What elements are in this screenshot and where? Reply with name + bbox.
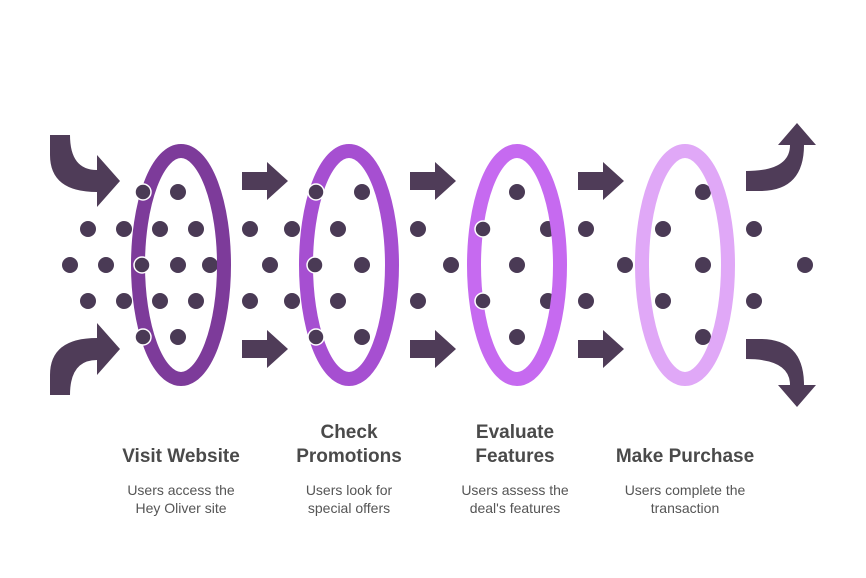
dot [474, 292, 492, 310]
dot [354, 329, 370, 345]
stage-title-visit-website: Visit Website [91, 445, 271, 469]
stage-ring-evaluate-features [467, 144, 567, 386]
dot [617, 257, 633, 273]
dot [578, 293, 594, 309]
dot [797, 257, 813, 273]
dot [655, 293, 671, 309]
dot [330, 293, 346, 309]
dot [242, 293, 258, 309]
dot [284, 221, 300, 237]
stage-description-check-promotions: Users look for special offers [259, 481, 439, 517]
chevron-arrow-icon [410, 162, 456, 200]
dot [116, 293, 132, 309]
dot [170, 329, 186, 345]
dot [695, 184, 711, 200]
dot [152, 221, 168, 237]
dot [695, 257, 711, 273]
dot [62, 257, 78, 273]
dot [655, 221, 671, 237]
arrows-layer [50, 123, 816, 407]
dot [746, 293, 762, 309]
dot [188, 221, 204, 237]
dot [134, 328, 152, 346]
dot [170, 257, 186, 273]
dot [443, 257, 459, 273]
curved-arrow-icon [50, 323, 120, 395]
dot [80, 293, 96, 309]
dot [509, 184, 525, 200]
dot [170, 184, 186, 200]
dot [410, 293, 426, 309]
dot [262, 257, 278, 273]
stage-description-line: transaction [650, 500, 720, 516]
dot [307, 183, 325, 201]
dot [116, 221, 132, 237]
chevrons-layer [242, 162, 624, 368]
stage-title-line: Visit Website [122, 446, 240, 467]
stage-ring-check-promotions [299, 144, 399, 386]
dot [134, 183, 152, 201]
chevron-arrow-icon [578, 330, 624, 368]
chevron-arrow-icon [242, 330, 288, 368]
stage-description-line: Users access the [127, 482, 235, 498]
stage-description-line: Users look for [305, 482, 393, 498]
stage-title-line: Check [320, 422, 378, 443]
stage-description-line: Users complete the [624, 482, 746, 498]
stage-description-line: special offers [307, 500, 391, 516]
dot [307, 328, 325, 346]
rings-layer [131, 144, 735, 386]
stage-description-evaluate-features: Users assess the deal's features [425, 481, 605, 517]
stage-title-line: Evaluate [475, 422, 555, 443]
dot [509, 257, 525, 273]
dot [98, 257, 114, 273]
dot [354, 184, 370, 200]
dot [578, 221, 594, 237]
dot [152, 293, 168, 309]
dot [188, 293, 204, 309]
dot [133, 256, 151, 274]
dot [474, 220, 492, 238]
stage-ring-make-purchase [635, 144, 735, 386]
curved-arrow-icon [746, 123, 816, 191]
chevron-arrow-icon [578, 162, 624, 200]
curved-arrow-icon [50, 135, 120, 207]
dot [306, 256, 324, 274]
dot [80, 221, 96, 237]
dots-layer [62, 184, 813, 345]
stage-title-line: Promotions [296, 446, 402, 467]
dot [284, 293, 300, 309]
dot [330, 221, 346, 237]
chevron-arrow-icon [242, 162, 288, 200]
dot [695, 329, 711, 345]
curved-arrow-icon [746, 339, 816, 407]
stage-title-line: Make Purchase [615, 446, 755, 467]
dot [202, 257, 218, 273]
stage-title-make-purchase: Make Purchase [595, 445, 775, 469]
chevron-arrow-icon [410, 330, 456, 368]
dot [746, 221, 762, 237]
stage-description-line: Users assess the [461, 482, 569, 498]
dot [509, 329, 525, 345]
stage-description-line: Hey Oliver site [135, 500, 227, 516]
stage-description-line: deal's features [469, 500, 561, 516]
dot [354, 257, 370, 273]
dot [242, 221, 258, 237]
stage-title-line: Features [475, 446, 555, 467]
stage-description-make-purchase: Users complete the transaction [595, 481, 775, 517]
dot [410, 221, 426, 237]
